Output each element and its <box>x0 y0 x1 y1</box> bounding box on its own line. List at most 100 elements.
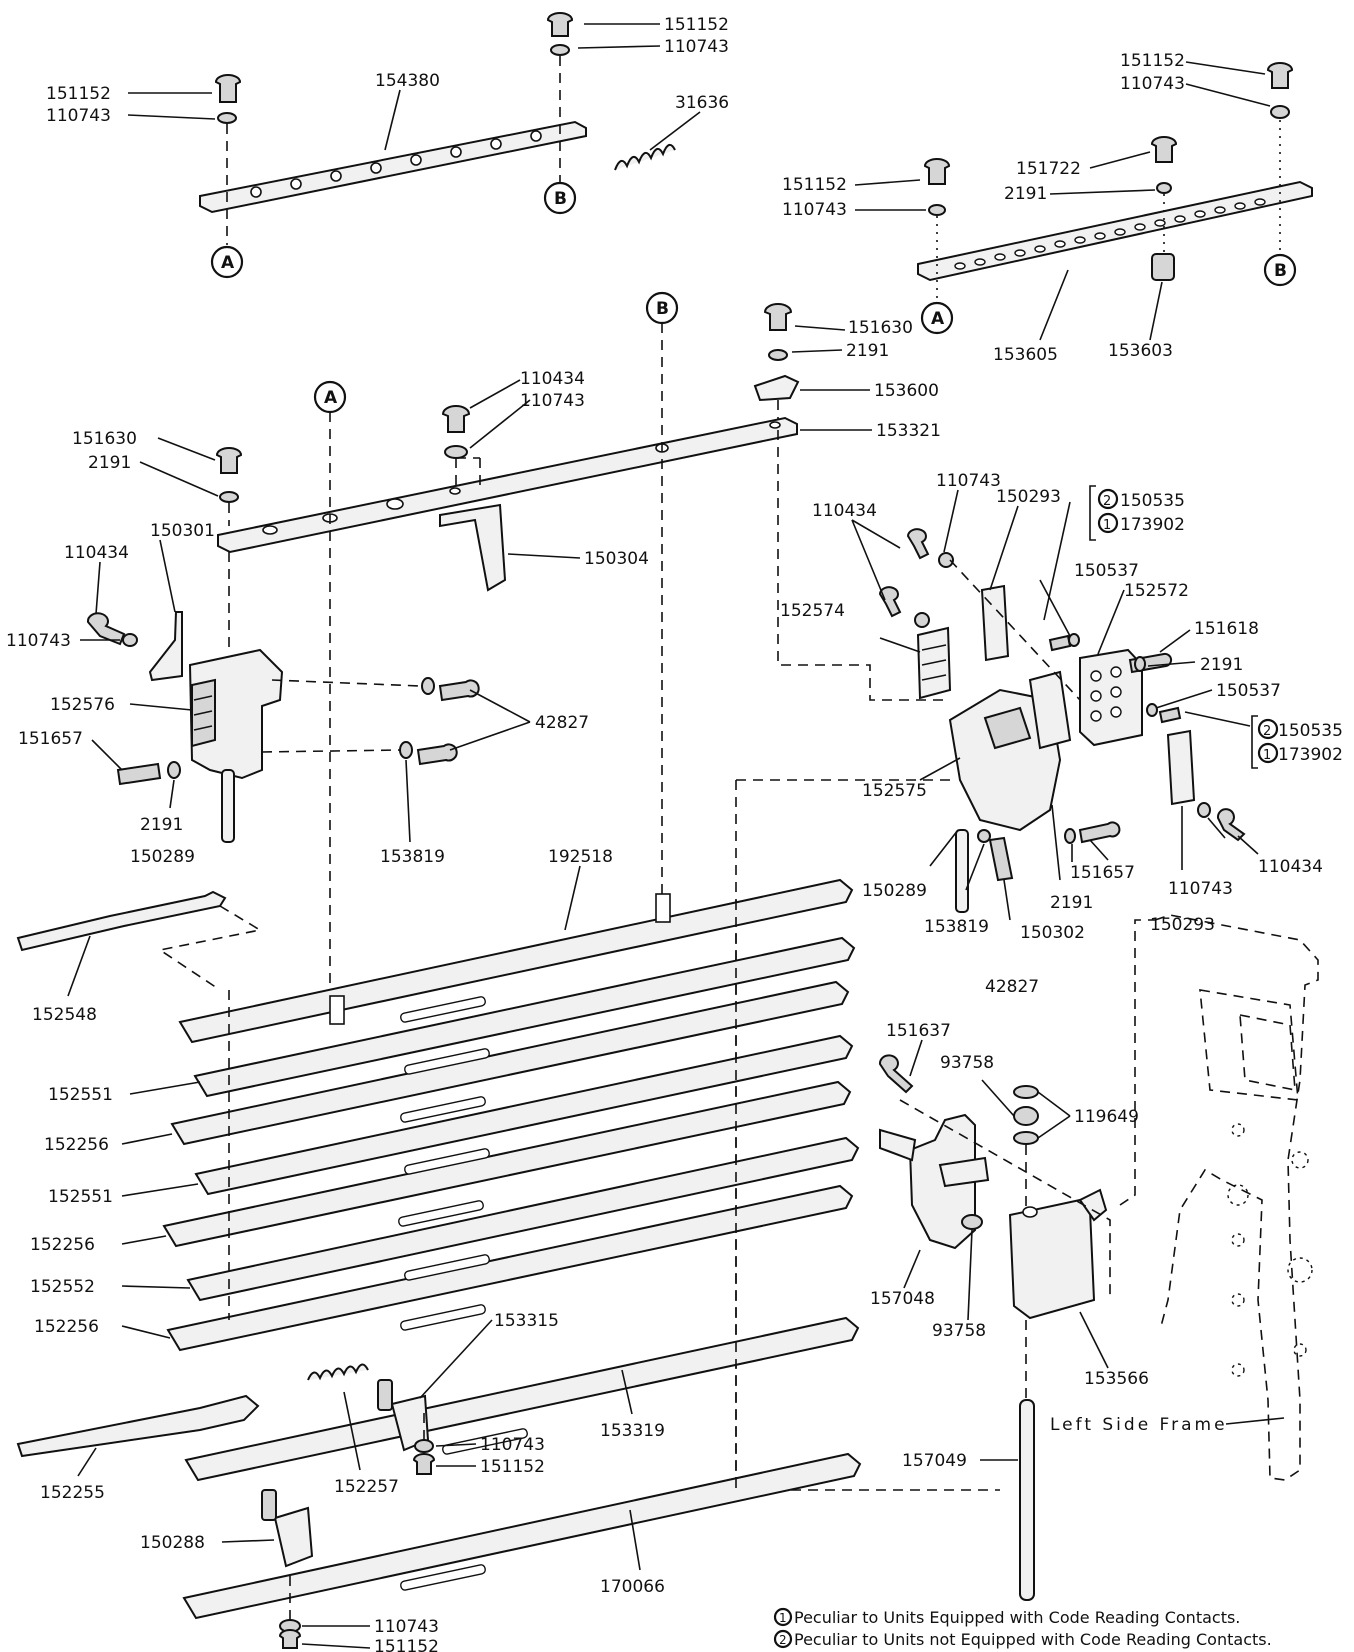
ref-mark-a: A <box>931 309 945 329</box>
pin-150289 <box>221 769 235 843</box>
label-152574: 152574 <box>780 601 845 621</box>
label-153566: 153566 <box>1084 1369 1149 1389</box>
washer-2191 <box>1156 182 1172 194</box>
label-150537: 150537 <box>1074 561 1139 581</box>
label-153819: 153819 <box>380 847 445 867</box>
contact-assembly-right <box>735 430 1259 1491</box>
ref-mark-a: A <box>324 388 338 408</box>
washer-110743 <box>217 112 237 124</box>
label-151630: 151630 <box>72 429 137 449</box>
label-150537: 150537 <box>1216 681 1281 701</box>
label-110743: 110743 <box>480 1435 545 1455</box>
spring-150535 <box>1158 706 1182 724</box>
label-157049: 157049 <box>902 1451 967 1471</box>
washer-150537 <box>1068 633 1080 647</box>
washer-110743 <box>444 445 468 459</box>
label-152256: 152256 <box>44 1135 109 1155</box>
washer-119649 <box>1013 1085 1039 1099</box>
washer-2191 <box>1064 828 1076 844</box>
block-153566 <box>1008 1198 1096 1320</box>
label-151657: 151657 <box>18 729 83 749</box>
label-152255: 152255 <box>40 1483 105 1503</box>
screw-151657 <box>116 762 162 786</box>
note-one: Peculiar to Units Equipped with Code Rea… <box>794 1608 1240 1627</box>
code-bar-152551 <box>193 936 856 1098</box>
label-151637: 151637 <box>886 1021 951 1041</box>
screw-151152 <box>214 74 242 103</box>
label-151152: 151152 <box>664 15 729 35</box>
label-31636: 31636 <box>675 93 729 113</box>
code-bar-152551 <box>194 1034 854 1196</box>
spring-152257 <box>307 1363 369 1381</box>
bar-153321 <box>217 416 798 554</box>
note-two: Peculiar to Units not Equipped with Code… <box>794 1630 1272 1649</box>
ref-mark-b: B <box>554 189 567 209</box>
label-110743: 110743 <box>6 631 71 651</box>
bar-154380-group <box>127 12 701 245</box>
label-110743: 110743 <box>374 1617 439 1637</box>
label-153600: 153600 <box>874 381 939 401</box>
label-42827: 42827 <box>535 713 589 733</box>
post <box>655 893 671 923</box>
screw-151637 <box>878 1054 914 1094</box>
screw-110434 <box>878 586 902 618</box>
ref-circle-one <box>1097 512 1119 534</box>
screw-151152 <box>278 1629 302 1649</box>
label-150301: 150301 <box>150 521 215 541</box>
ref-mark-one: 1 <box>779 1611 787 1625</box>
label-152552: 152552 <box>30 1277 95 1297</box>
label-173902: 173902 <box>1278 745 1343 765</box>
washer-2191 <box>768 349 788 361</box>
ref-mark-two: 2 <box>779 1633 787 1647</box>
ref-circle-two <box>1097 488 1119 510</box>
label-150289: 150289 <box>130 847 195 867</box>
frame-label: Left Side Frame <box>1050 1415 1228 1435</box>
lever-152548 <box>16 890 227 952</box>
label-110434: 110434 <box>64 543 129 563</box>
label-2191: 2191 <box>140 815 183 835</box>
ref-circle-a <box>210 245 244 279</box>
label-2191: 2191 <box>1050 893 1093 913</box>
spacer-153603 <box>1151 253 1175 281</box>
label-151152: 151152 <box>374 1637 439 1652</box>
bail-150288 <box>273 1506 314 1568</box>
screw-42827 <box>988 836 1014 882</box>
label-110434: 110434 <box>520 369 585 389</box>
label-157048: 157048 <box>870 1289 935 1309</box>
washer-2191 <box>167 761 181 779</box>
ref-mark-b: B <box>1274 261 1287 281</box>
label-152572: 152572 <box>1124 581 1189 601</box>
screw-151630 <box>763 303 793 331</box>
bracket-mark <box>1251 715 1258 769</box>
label-150288: 150288 <box>140 1533 205 1553</box>
post <box>377 1379 393 1411</box>
ref-mark-a: A <box>221 253 235 273</box>
bar-153605-group <box>854 61 1313 341</box>
washer-110743 <box>122 633 138 647</box>
washer-110743 <box>914 612 930 628</box>
screw-110434 <box>906 528 930 560</box>
label-151630: 151630 <box>848 318 913 338</box>
washer-110743 <box>1270 105 1290 119</box>
bracket-152575 <box>948 688 1062 832</box>
label-152575: 152575 <box>862 781 927 801</box>
label-2191: 2191 <box>88 453 131 473</box>
label-152256: 152256 <box>30 1235 95 1255</box>
label-110743: 110743 <box>46 106 111 126</box>
screw-151152 <box>546 12 574 37</box>
post <box>261 1489 277 1521</box>
ref-mark-two: 2 <box>1103 494 1111 509</box>
washer-153819 <box>977 829 991 843</box>
screw-151657 <box>1078 821 1121 844</box>
label-2191: 2191 <box>846 341 889 361</box>
code-bar-152256 <box>166 1184 854 1352</box>
label-153315: 153315 <box>494 1311 559 1331</box>
code-bar-152256 <box>162 1080 852 1248</box>
label-110743: 110743 <box>782 200 847 220</box>
label-151657: 151657 <box>1070 863 1135 883</box>
ref-circle-b <box>543 181 577 215</box>
label-153605: 153605 <box>993 345 1058 365</box>
washer-110743 <box>414 1439 434 1453</box>
label-110743: 110743 <box>520 391 585 411</box>
